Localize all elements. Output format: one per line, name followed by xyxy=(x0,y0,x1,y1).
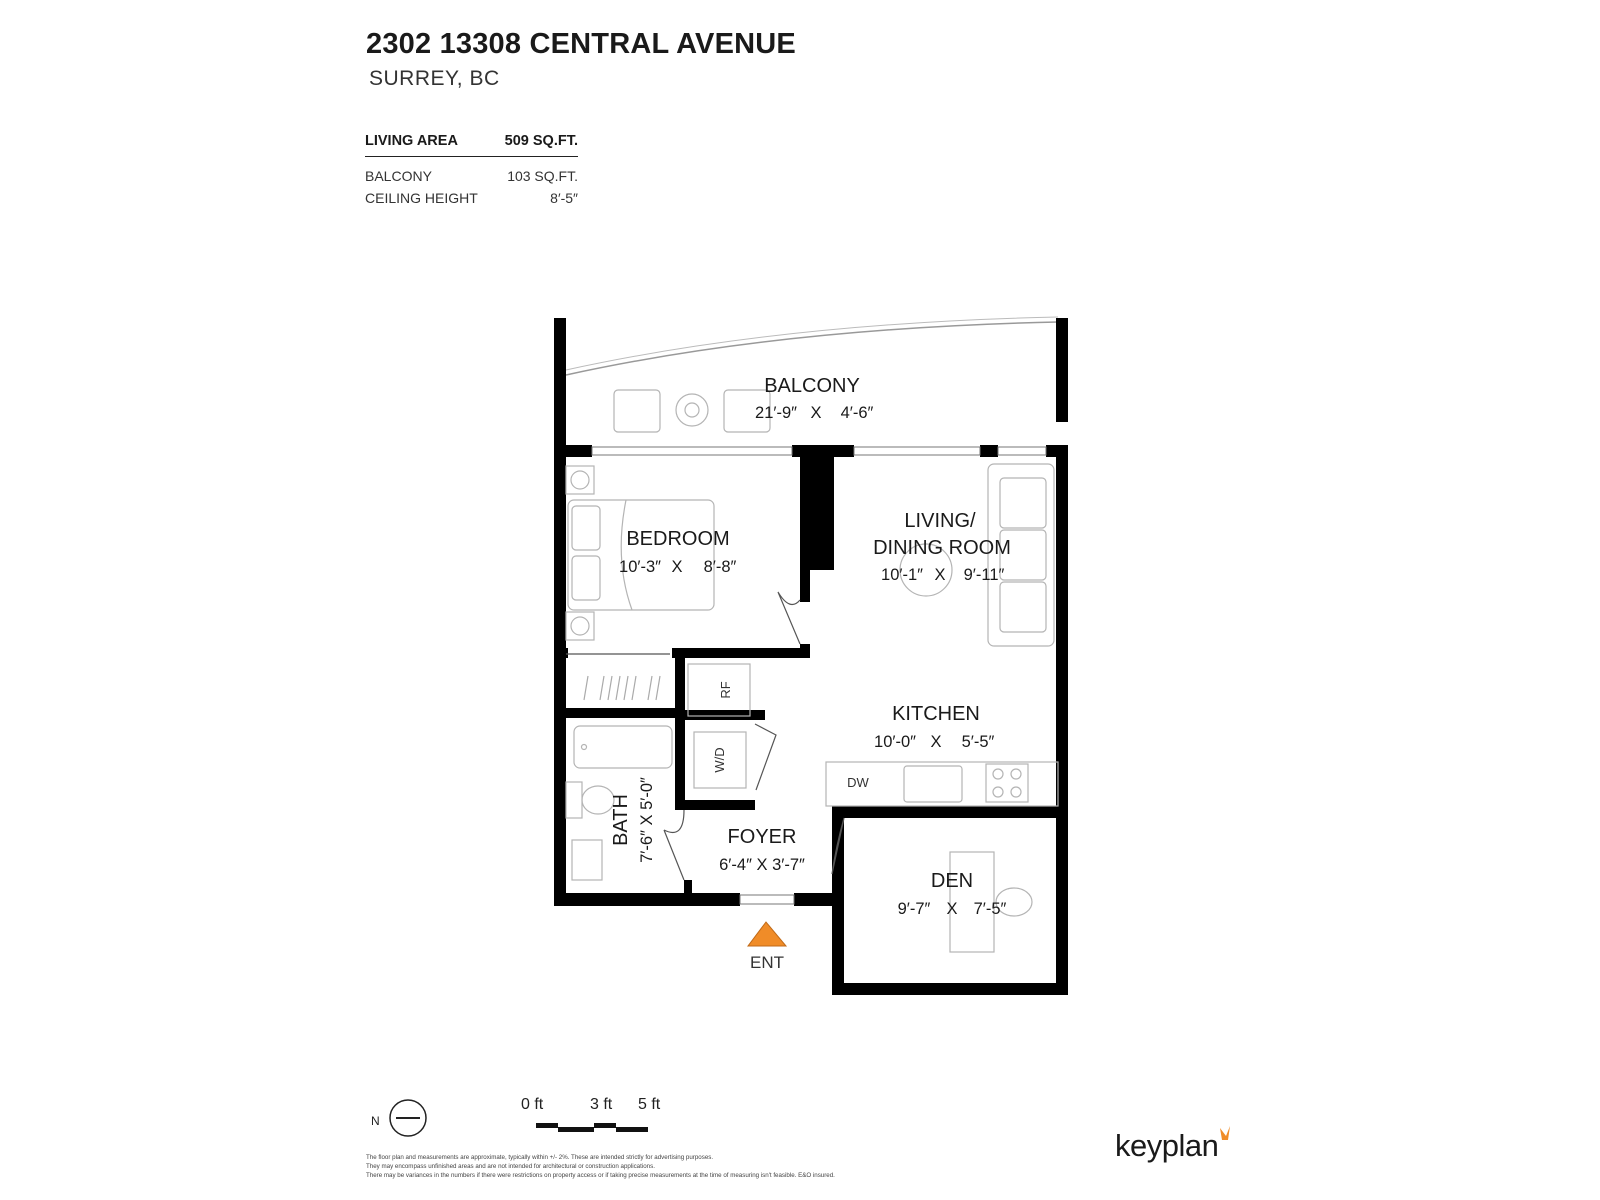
ceiling-height-value: 8′-5″ xyxy=(550,190,578,206)
balcony-area-row: BALCONY 103 SQ.FT. xyxy=(365,165,578,187)
scale-label-0: 0 ft xyxy=(521,1096,544,1113)
balcony-label: BALCONY xyxy=(764,375,860,397)
ceiling-height-label: CEILING HEIGHT xyxy=(365,190,478,206)
doors xyxy=(566,591,845,881)
windows xyxy=(591,446,1047,905)
balcony-area-value: 103 SQ.FT. xyxy=(507,168,578,184)
den-label: DEN xyxy=(931,870,973,892)
brand-logo: keyplan xyxy=(1115,1128,1219,1163)
north-label: N xyxy=(371,1114,380,1128)
balcony-railing xyxy=(565,321,1059,376)
balcony-width: 21′-9″ xyxy=(755,404,797,422)
area-summary: LIVING AREA 509 SQ.FT. BALCONY 103 SQ.FT… xyxy=(365,130,578,209)
living-area-label: LIVING AREA xyxy=(365,133,458,149)
living-area-value: 509 SQ.FT. xyxy=(504,133,578,149)
disclaimer-line: There may be variances in the numbers if… xyxy=(366,1172,835,1179)
den-depth: 7′-5″ xyxy=(974,900,1007,918)
den-width: 9′-7″ xyxy=(898,900,931,918)
bath-label: BATH xyxy=(610,794,632,846)
bedroom-depth: 8′-8″ xyxy=(704,558,737,576)
ceiling-height-row: CEILING HEIGHT 8′-5″ xyxy=(365,187,578,209)
furniture xyxy=(565,389,1059,953)
entrance-label: ENT xyxy=(750,953,784,972)
foyer-dims: 6′-4″ X 3′-7″ xyxy=(719,856,805,874)
logo-mark-icon xyxy=(1220,1126,1230,1140)
bedroom-x: X xyxy=(671,558,682,576)
balcony-area-label: BALCONY xyxy=(365,168,432,184)
north-arrow-icon xyxy=(389,1099,427,1137)
scale-bar xyxy=(536,1123,648,1132)
balcony-depth: 4′-6″ xyxy=(841,404,874,422)
balcony-railing-inner xyxy=(565,316,1059,371)
property-address: 2302 13308 CENTRAL AVENUE xyxy=(366,28,796,60)
disclaimer-line: The floor plan and measurements are appr… xyxy=(366,1154,714,1161)
kitchen-depth: 5′-5″ xyxy=(962,733,995,751)
balcony-x: X xyxy=(810,404,821,422)
kitchen-label: KITCHEN xyxy=(892,703,980,725)
living-width: 10′-1″ xyxy=(881,566,923,584)
bath-dims: 7′-6″ X 5′-0″ xyxy=(638,777,656,863)
den-x: X xyxy=(946,900,957,918)
kitchen-x: X xyxy=(930,733,941,751)
disclaimer: The floor plan and measurements are appr… xyxy=(366,1153,966,1180)
living-label-line2: DINING ROOM xyxy=(873,537,1011,559)
foyer-label: FOYER xyxy=(728,826,797,848)
living-x: X xyxy=(934,566,945,584)
washer-dryer-label: W/D xyxy=(712,747,727,772)
disclaimer-line: They may encompass unfinished areas and … xyxy=(366,1163,655,1170)
closet-hangers xyxy=(583,675,661,701)
living-area-row: LIVING AREA 509 SQ.FT. xyxy=(365,130,578,157)
bedroom-width: 10′-3″ xyxy=(619,558,661,576)
scale-label-5: 5 ft xyxy=(638,1096,661,1113)
living-label-line1: LIVING/ xyxy=(904,510,976,532)
entrance-marker-icon xyxy=(747,921,788,947)
bedroom-label: BEDROOM xyxy=(626,528,729,550)
property-city: SURREY, BC xyxy=(369,67,500,90)
living-depth: 9′-11″ xyxy=(964,566,1005,584)
scale-label-3: 3 ft xyxy=(590,1096,613,1113)
dishwasher-label: DW xyxy=(847,775,869,790)
kitchen-width: 10′-0″ xyxy=(874,733,916,751)
refrigerator-label: RF xyxy=(718,681,733,698)
